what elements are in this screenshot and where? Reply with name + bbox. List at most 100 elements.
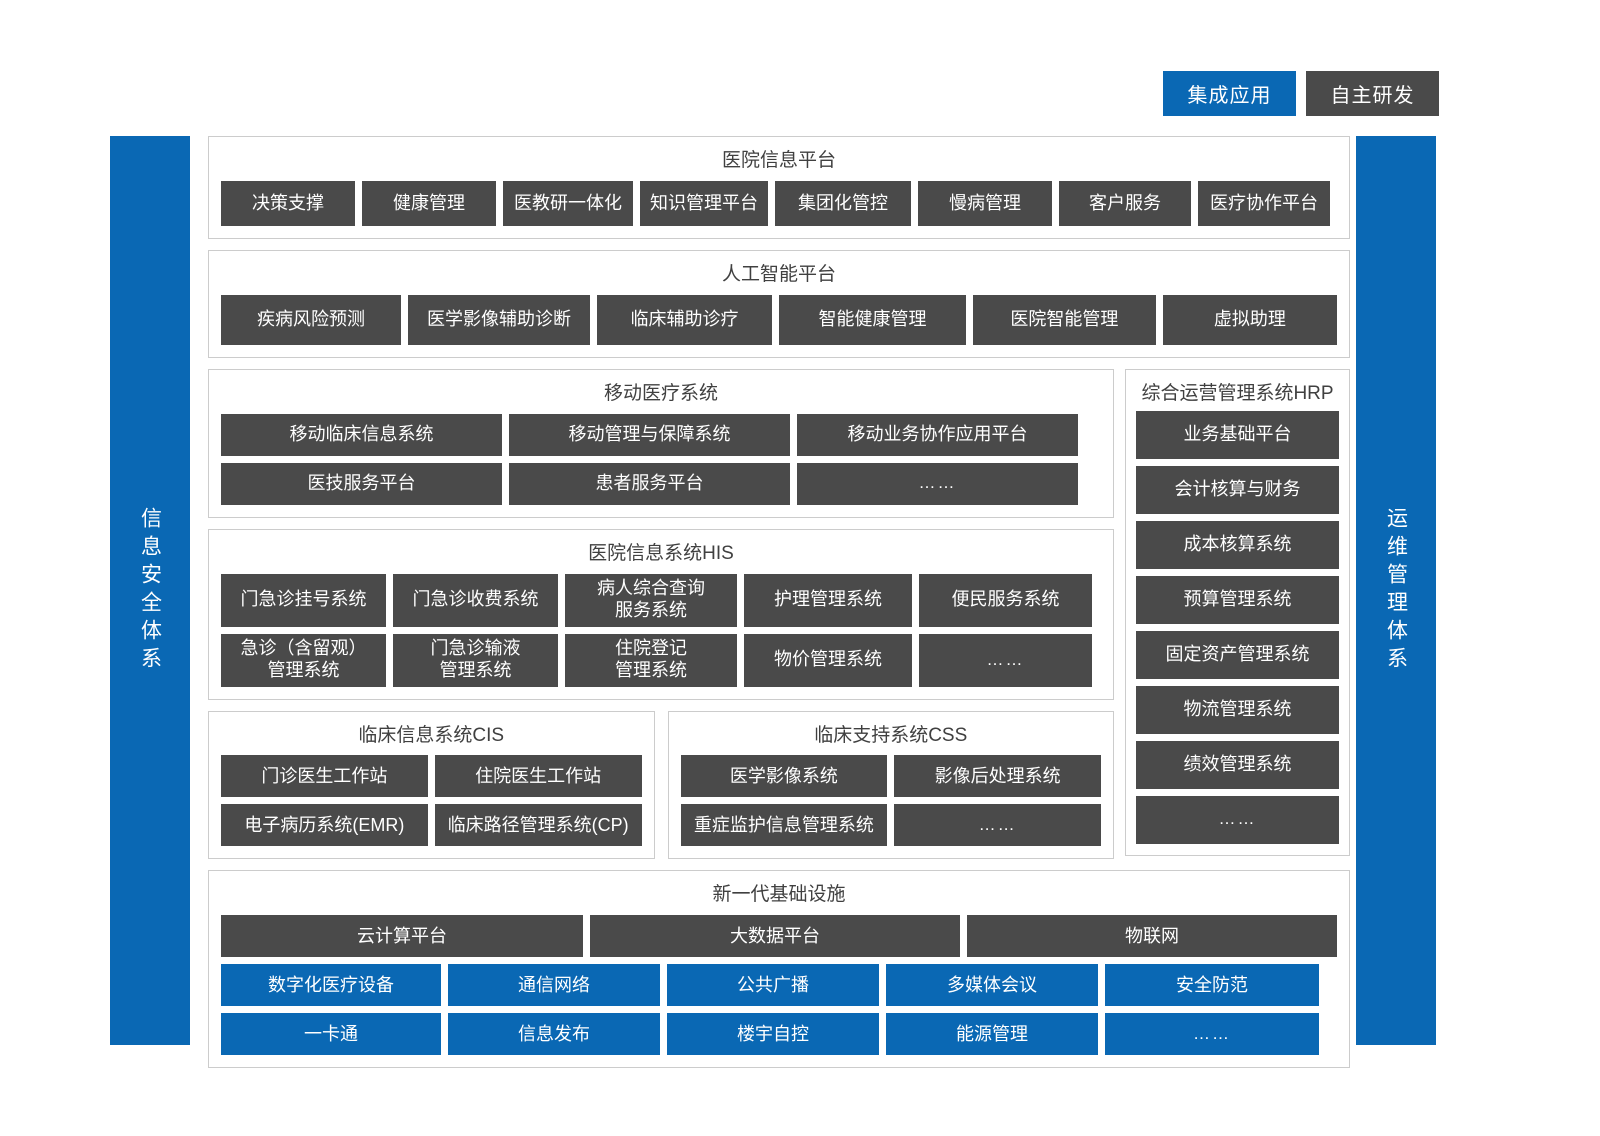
box-item[interactable]: 门急诊收费系统 [393,573,558,627]
box-item[interactable]: …… [894,804,1101,847]
section-title: 临床信息系统CIS [358,724,505,746]
box-row: 一卡通 信息发布 楼宇自控 能源管理 …… [221,1013,1337,1056]
box-row: 云计算平台 大数据平台 物联网 [221,915,1337,958]
section-title: 医院信息系统HIS [588,542,734,564]
box-item[interactable]: 业务基础平台 [1136,410,1339,459]
box-item[interactable]: 会计核算与财务 [1136,465,1339,514]
box-row: 急诊（含留观） 管理系统 门急诊输液 管理系统 住院登记 管理系统 物价管理系统… [221,633,1101,687]
box-item[interactable]: 决策支撑 [221,180,355,226]
box-item[interactable]: 物价管理系统 [744,633,912,687]
box-item[interactable]: 重症监护信息管理系统 [680,804,888,847]
section-title: 临床支持系统CSS [814,724,968,746]
box-item[interactable]: 急诊（含留观） 管理系统 [221,633,386,687]
box-item[interactable]: 信息发布 [448,1013,660,1056]
box-row: 决策支撑 健康管理 医教研一体化 知识管理平台 集团化管控 慢病管理 客户服务 … [221,180,1337,226]
box-item[interactable]: 预算管理系统 [1136,575,1339,624]
box-item[interactable]: 医院智能管理 [972,294,1156,345]
box-item[interactable]: 疾病风险预测 [221,294,401,345]
box-item[interactable]: 绩效管理系统 [1136,740,1339,789]
box-item[interactable]: 门诊医生工作站 [221,755,428,798]
box-item[interactable]: 移动业务协作应用平台 [797,413,1078,456]
box-item[interactable]: 公共广播 [667,964,879,1007]
sidebar-information-security: 信息安全体系 [110,136,190,1045]
section-title: 医院信息平台 [721,150,836,171]
section-mobile-medical-system: 移动医疗系统 移动临床信息系统 移动管理与保障系统 移动业务协作应用平台 医技服… [208,368,1114,518]
legend-integrated-app[interactable]: 集成应用 [1163,71,1296,116]
box-item[interactable]: 一卡通 [221,1013,441,1056]
sidebar-right-label: 运维管理体系 [1384,506,1408,675]
box-item[interactable]: 物联网 [967,915,1337,958]
box-item[interactable]: 能源管理 [886,1013,1098,1056]
section-ai-platform: 人工智能平台 疾病风险预测 医学影像辅助诊断 临床辅助诊疗 智能健康管理 医院智… [208,249,1350,358]
legend: 集成应用 自主研发 [1163,71,1439,116]
box-item[interactable]: 移动临床信息系统 [221,413,502,456]
box-item[interactable]: 虚拟助理 [1162,294,1337,345]
section-title: 综合运营管理系统HRP [1141,382,1334,404]
section-hospital-information-platform: 医院信息平台 决策支撑 健康管理 医教研一体化 知识管理平台 集团化管控 慢病管… [208,136,1350,239]
box-item[interactable]: 医学影像辅助诊断 [408,294,590,345]
box-item[interactable]: 智能健康管理 [779,294,966,345]
box-item[interactable]: 临床路径管理系统(CP) [434,804,642,847]
hrp-panel: 综合运营管理系统HRP 业务基础平台 会计核算与财务 成本核算系统 预算管理系统… [1125,368,1350,856]
box-item[interactable]: 数字化医疗设备 [221,964,441,1007]
section-css: 临床支持系统CSS 医学影像系统 影像后处理系统 重症监护信息管理系统 …… [667,710,1114,860]
sidebar-operations-management: 运维管理体系 [1356,136,1436,1045]
box-item[interactable]: 慢病管理 [918,180,1052,226]
box-item[interactable]: 物流管理系统 [1136,685,1339,734]
box-item[interactable]: …… [1105,1013,1319,1056]
box-item[interactable]: 多媒体会议 [886,964,1098,1007]
box-item[interactable]: 影像后处理系统 [894,755,1101,798]
box-item[interactable]: 护理管理系统 [744,573,912,627]
box-item[interactable]: 临床辅助诊疗 [596,294,773,345]
section-title: 人工智能平台 [721,263,836,285]
box-item[interactable]: 医学影像系统 [680,755,888,798]
box-item[interactable]: 患者服务平台 [509,462,790,505]
section-infrastructure: 新一代基础设施 云计算平台 大数据平台 物联网 数字化医疗设备 通信网络 公共广… [208,870,1350,1069]
main-column: 医院信息平台 决策支撑 健康管理 医教研一体化 知识管理平台 集团化管控 慢病管… [208,136,1350,1079]
section-hrp: 综合运营管理系统HRP 业务基础平台 会计核算与财务 成本核算系统 预算管理系统… [1125,368,1350,856]
box-item[interactable]: 云计算平台 [221,915,584,958]
box-row: 数字化医疗设备 通信网络 公共广播 多媒体会议 安全防范 [221,964,1337,1007]
box-item[interactable]: 楼宇自控 [667,1013,879,1056]
box-item[interactable]: 安全防范 [1105,964,1319,1007]
box-item[interactable]: 门急诊挂号系统 [221,573,386,627]
box-item[interactable]: 大数据平台 [590,915,961,958]
box-item[interactable]: 移动管理与保障系统 [509,413,790,456]
box-row: 移动临床信息系统 移动管理与保障系统 移动业务协作应用平台 [221,413,1101,456]
box-item[interactable]: 便民服务系统 [919,573,1092,627]
section-title: 移动医疗系统 [603,382,718,404]
section-title: 新一代基础设施 [712,884,846,906]
box-row: 疾病风险预测 医学影像辅助诊断 临床辅助诊疗 智能健康管理 医院智能管理 虚拟助… [221,294,1337,345]
section-his: 医院信息系统HIS 门急诊挂号系统 门急诊收费系统 病人综合查询 服务系统 护理… [208,528,1114,700]
box-row: 医技服务平台 患者服务平台 …… [221,462,1101,505]
middle-left-column: 移动医疗系统 移动临床信息系统 移动管理与保障系统 移动业务协作应用平台 医技服… [208,368,1114,860]
box-item[interactable]: 通信网络 [448,964,660,1007]
box-item[interactable]: 门急诊输液 管理系统 [393,633,558,687]
box-item[interactable]: 医教研一体化 [503,180,633,226]
legend-self-developed[interactable]: 自主研发 [1306,71,1439,116]
box-row: 门急诊挂号系统 门急诊收费系统 病人综合查询 服务系统 护理管理系统 便民服务系… [221,573,1101,627]
middle-area: 移动医疗系统 移动临床信息系统 移动管理与保障系统 移动业务协作应用平台 医技服… [208,368,1350,860]
box-item[interactable]: …… [797,462,1078,505]
sidebar-left-label: 信息安全体系 [138,506,162,675]
box-row: 重症监护信息管理系统 …… [680,804,1101,847]
box-item[interactable]: 住院登记 管理系统 [565,633,737,687]
box-item[interactable]: 客户服务 [1059,180,1191,226]
box-item[interactable]: 集团化管控 [775,180,911,226]
box-row: 医学影像系统 影像后处理系统 [680,755,1101,798]
box-item[interactable]: 医技服务平台 [221,462,502,505]
box-item[interactable]: …… [919,633,1092,687]
box-item[interactable]: 住院医生工作站 [434,755,642,798]
box-row: 电子病历系统(EMR) 临床路径管理系统(CP) [221,804,642,847]
box-item[interactable]: 成本核算系统 [1136,520,1339,569]
box-item[interactable]: 固定资产管理系统 [1136,630,1339,679]
box-item[interactable]: 电子病历系统(EMR) [221,804,428,847]
box-item[interactable]: 病人综合查询 服务系统 [565,573,737,627]
section-cis: 临床信息系统CIS 门诊医生工作站 住院医生工作站 电子病历系统(EMR) 临床… [208,710,655,860]
box-item[interactable]: 健康管理 [362,180,496,226]
box-item[interactable]: 知识管理平台 [640,180,768,226]
box-row: 门诊医生工作站 住院医生工作站 [221,755,642,798]
box-item[interactable]: …… [1136,795,1339,844]
box-item[interactable]: 医疗协作平台 [1198,180,1330,226]
